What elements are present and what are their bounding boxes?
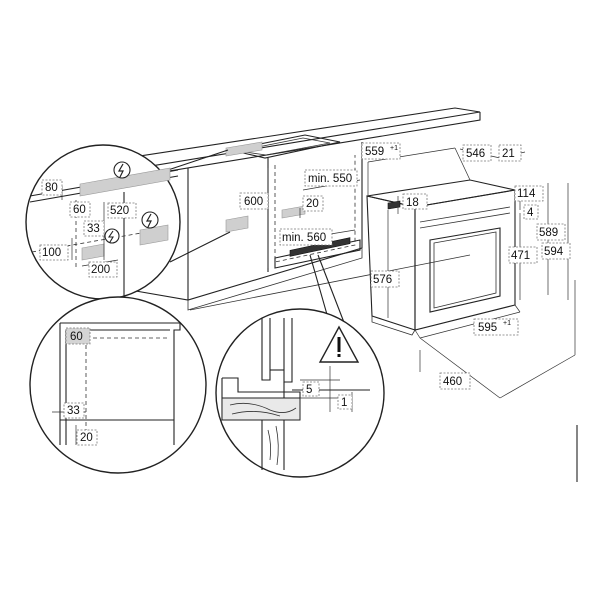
- dim-559: 559: [365, 146, 384, 158]
- dim-18: 18: [406, 197, 419, 209]
- electric-hazard-icon: [113, 161, 131, 179]
- dim-60-tl: 60: [73, 204, 86, 216]
- dim-595-tol: +1: [503, 320, 511, 327]
- dim-33-tl: 33: [87, 223, 100, 235]
- dim-min550: min. 550: [308, 173, 352, 185]
- dim-1: 1: [341, 397, 347, 409]
- dim-589: 589: [539, 227, 558, 239]
- warning-triangle-icon: [318, 325, 360, 363]
- dim-520: 520: [110, 205, 129, 217]
- dim-100: 100: [42, 247, 61, 259]
- detail-circle-bottom-left: 60 33 20: [29, 296, 207, 474]
- dim-80: 80: [45, 182, 58, 194]
- dim-559-tol: +1: [390, 145, 398, 152]
- dim-21: 21: [502, 148, 515, 160]
- oven-unit: [366, 179, 516, 336]
- dim-20-cabinet: 20: [306, 198, 319, 210]
- dim-20-bl: 20: [80, 432, 93, 444]
- dim-33-bl: 33: [67, 405, 80, 417]
- dim-595: 595: [478, 322, 497, 334]
- electric-hazard-icon: [104, 228, 120, 244]
- dim-471: 471: [511, 250, 530, 262]
- oven-labels: 559 +1 546 21 114 4 18 589 594 471 576 5…: [361, 142, 571, 390]
- electric-hazard-icon: [141, 211, 159, 229]
- dim-594: 594: [544, 246, 564, 258]
- dim-5: 5: [306, 384, 312, 396]
- cabinet-labels: 600 min. 550 20 min. 560: [239, 169, 358, 246]
- dim-200: 200: [91, 264, 110, 276]
- dim-60-bl: 60: [70, 331, 83, 343]
- dim-600: 600: [244, 196, 263, 208]
- dim-min560: min. 560: [282, 232, 326, 244]
- dim-4: 4: [527, 207, 534, 219]
- dim-546: 546: [466, 148, 485, 160]
- dim-460: 460: [443, 376, 462, 388]
- detail-circle-bottom-middle: 5 1: [215, 308, 385, 478]
- dim-114: 114: [517, 188, 536, 200]
- dim-576: 576: [373, 274, 392, 286]
- detail-circle-top-left: 80 60 520 33 100 200: [25, 144, 231, 300]
